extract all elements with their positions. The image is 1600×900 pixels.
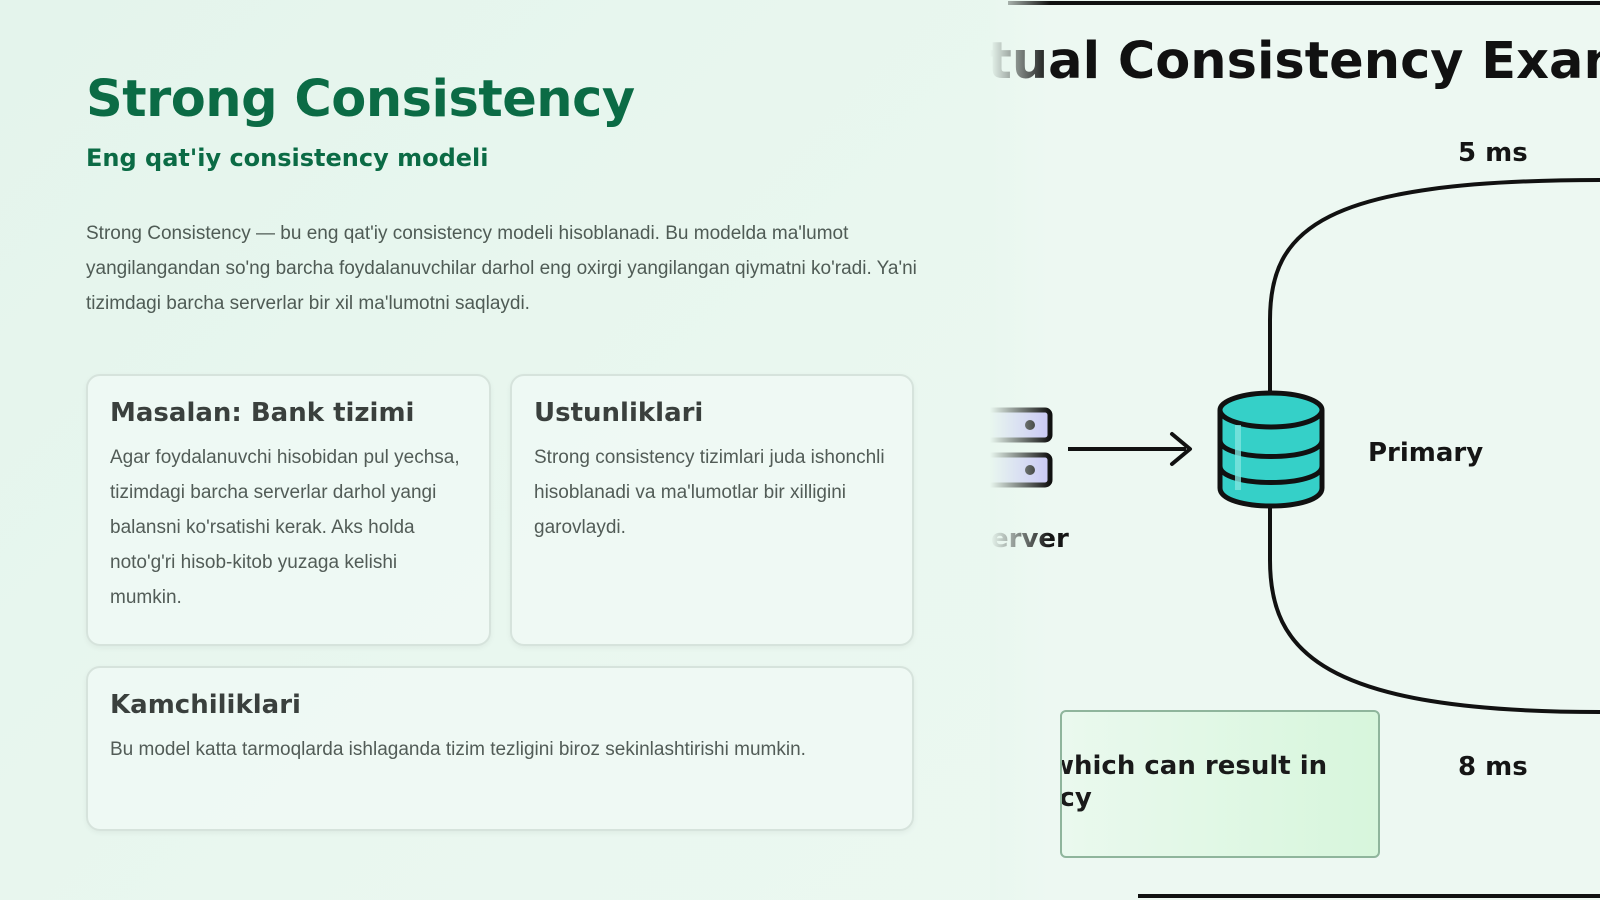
eventual-consistency-diagram: ıtual Consistency Exan 5 ms Primary erve…	[990, 0, 1600, 900]
card-title: Kamchiliklari	[110, 690, 301, 720]
card-title: Ustunliklari	[534, 398, 704, 428]
slide-content: Strong Consistency Eng qat'iy consistenc…	[86, 70, 917, 831]
lower-replication-path	[1268, 508, 1600, 714]
card-disadvantages: Kamchiliklari Bu model katta tarmoqlarda…	[86, 666, 914, 831]
intro-paragraph: Strong Consistency — bu eng qat'iy consi…	[86, 223, 917, 314]
page-title: Strong Consistency	[86, 70, 635, 129]
arrow-right-icon	[1068, 432, 1192, 466]
card-bank-example: Masalan: Bank tizimi Agar foydalanuvchi …	[86, 374, 491, 646]
note-text: ı which can result in ıncy	[1060, 751, 1328, 813]
diagram-edge-fade	[990, 0, 1050, 900]
card-title: Masalan: Bank tizimi	[110, 398, 415, 428]
card-body: Bu model katta tarmoqlarda ishlaganda ti…	[110, 739, 806, 760]
latency-bottom-label: 8 ms	[1458, 752, 1528, 782]
page-subtitle: Eng qat'iy consistency modeli	[86, 144, 489, 172]
database-icon	[1217, 390, 1325, 509]
diagram-heading: ıtual Consistency Exan	[990, 32, 1600, 91]
note-box: ı which can result in ıncy	[1060, 710, 1380, 858]
latency-top-label: 5 ms	[1458, 138, 1528, 168]
primary-label: Primary	[1368, 438, 1484, 468]
card-body: Strong consistency tizimlari juda ishonc…	[534, 447, 885, 538]
card-body: Agar foydalanuvchi hisobidan pul yechsa,…	[110, 447, 460, 608]
upper-replication-path	[1268, 178, 1600, 392]
card-advantages: Ustunliklari Strong consistency tizimlar…	[510, 374, 914, 646]
